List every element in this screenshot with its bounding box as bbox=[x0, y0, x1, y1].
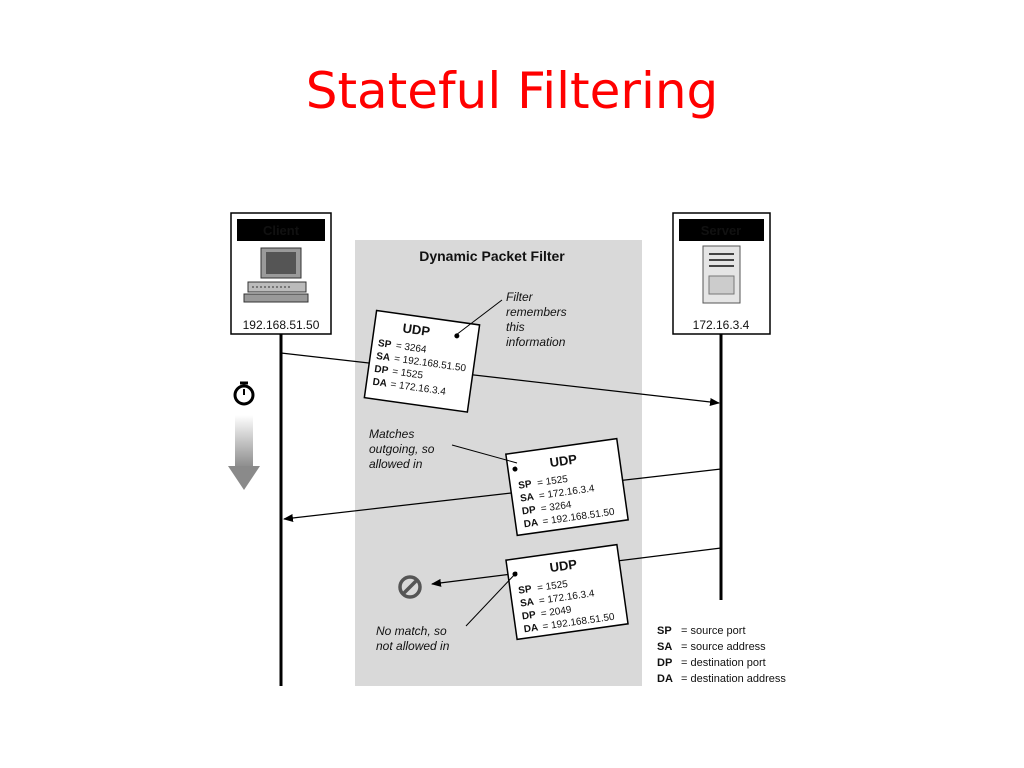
packet-field-key: SA bbox=[519, 597, 534, 610]
packet-field-value: = 1525 bbox=[391, 366, 424, 381]
reply-arrow bbox=[283, 468, 722, 522]
packet-note: Matches outgoing, so allowed in bbox=[369, 427, 438, 471]
packet-note-dot bbox=[512, 466, 518, 472]
packet-field-key: DA bbox=[523, 622, 539, 635]
legend-value: = source port bbox=[681, 625, 746, 637]
packet-field-key: SP bbox=[377, 338, 392, 351]
packet-field-key: DP bbox=[521, 505, 537, 518]
client-ip: 192.168.51.50 bbox=[243, 318, 320, 332]
legend-value: = destination port bbox=[681, 657, 766, 669]
down-arrow-icon bbox=[228, 415, 260, 490]
client-node: Client 192.168.51.50 bbox=[230, 212, 332, 335]
no-entry-icon bbox=[398, 575, 422, 599]
packet-card: UDP SP = 1525 SA = 172.16.3.4 DP = 3264 … bbox=[504, 437, 630, 537]
server-label: Server bbox=[701, 223, 741, 238]
outgoing-arrow bbox=[280, 352, 720, 406]
packet-card: UDP SP = 1525 SA = 172.16.3.4 DP = 2049 … bbox=[505, 543, 629, 641]
packet-protocol: UDP bbox=[549, 556, 579, 575]
packet-field-value: = 1525 bbox=[536, 579, 569, 594]
legend-key: DA bbox=[657, 673, 673, 685]
legend-value: = source address bbox=[681, 641, 766, 653]
slide-title: Stateful Filtering bbox=[305, 62, 719, 120]
filter-zone-label: Dynamic Packet Filter bbox=[419, 248, 565, 264]
packet-field-key: SP bbox=[518, 479, 533, 492]
server-node: Server 172.16.3.4 bbox=[672, 212, 771, 335]
legend-key: SA bbox=[657, 641, 672, 653]
callout-line bbox=[451, 444, 518, 464]
callout-line bbox=[465, 571, 518, 627]
legend: SP = source port SA = source address DP … bbox=[657, 625, 786, 685]
legend-value: = destination address bbox=[681, 673, 786, 685]
packet-field-key: DA bbox=[372, 377, 388, 390]
packet-protocol: UDP bbox=[402, 320, 432, 339]
packet-field-value: = 2049 bbox=[540, 605, 573, 620]
callout-line bbox=[455, 299, 503, 336]
server-ip: 172.16.3.4 bbox=[693, 318, 750, 332]
packet-note: Filter remembers this information bbox=[506, 290, 570, 349]
packet-note-dot bbox=[454, 333, 460, 339]
server-tower-icon bbox=[702, 245, 741, 304]
packet-field-key: SP bbox=[518, 584, 533, 597]
packet-card: UDP SP = 3264 SA = 192.168.51.50 DP = 15… bbox=[363, 309, 481, 413]
packet-field-key: DA bbox=[523, 517, 539, 530]
packet-field-value: = 1525 bbox=[536, 474, 569, 489]
desktop-computer-icon bbox=[243, 247, 309, 303]
packet-field-key: DP bbox=[374, 364, 390, 377]
packet-field-key: SA bbox=[375, 351, 390, 364]
packet-note: No match, so not allowed in bbox=[376, 624, 450, 653]
packet-field-key: DP bbox=[521, 610, 537, 623]
packet-protocol: UDP bbox=[549, 451, 579, 470]
client-label: Client bbox=[263, 223, 300, 238]
legend-key: DP bbox=[657, 657, 672, 669]
legend-key: SP bbox=[657, 625, 672, 637]
packet-field-value: = 3264 bbox=[540, 500, 573, 515]
stopwatch-icon bbox=[233, 381, 255, 406]
packet-field-value: = 3264 bbox=[395, 341, 428, 356]
packet-field-key: SA bbox=[519, 492, 534, 505]
